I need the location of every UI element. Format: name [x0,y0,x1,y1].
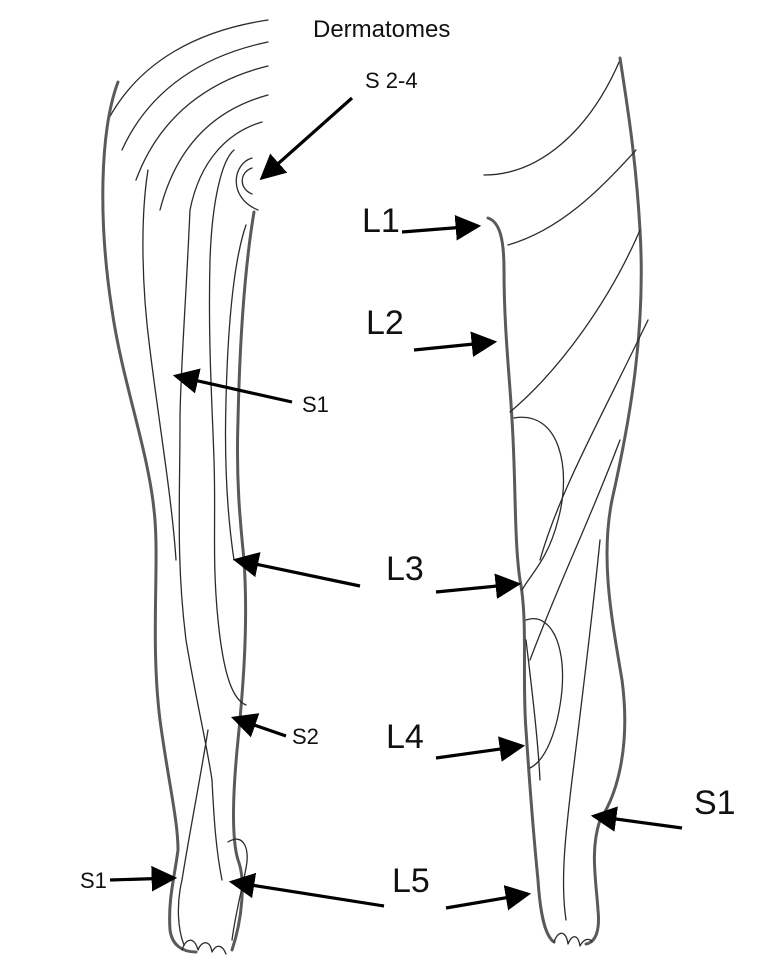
arrow-s1-front-ankle [590,806,683,832]
label-l1: L1 [362,202,400,240]
arrow-s2-4 [259,96,354,181]
l2-line [509,229,641,413]
arrows [109,96,683,911]
posterior-toes [181,939,227,955]
arrow-l5-front [445,885,532,911]
buttock-arc-4 [159,94,269,211]
lateral-hip-line [584,56,643,946]
label-s2-4: S 2-4 [365,68,418,93]
label-l3: L3 [386,550,424,588]
posterior-strip-line-3 [224,224,247,561]
posterior-strip-line-4 [142,169,177,561]
arrow-l4 [435,736,526,762]
posterior-leg-outer-outline [101,80,198,954]
anterior-toes [553,932,593,947]
buttock-arc-1 [107,19,269,121]
medial-knee-curve [513,416,565,591]
l3-line [539,319,649,561]
anterior-shin-line [562,539,601,921]
perianal-arc-outer [235,157,259,211]
buttock-arc-3 [135,65,269,181]
arrow-l3-front [435,573,522,599]
l5-line [529,439,621,661]
diagram-title: Dermatomes [313,16,451,43]
arrow-s1-back-heel [109,865,178,892]
posterior-strip-line-2 [208,149,247,706]
arrow-l2 [413,331,498,357]
posterior-calf-line [177,729,209,946]
label-l4: L4 [386,718,424,756]
label-s1-front-ankle: S1 [694,784,736,822]
label-l2: L2 [366,304,404,342]
medial-thigh-outline [486,216,556,944]
buttock-arc-5 [189,121,263,211]
arrow-s2 [230,713,287,738]
label-s2: S2 [292,724,319,749]
arrow-l5-back [228,872,385,908]
label-s1-back-thigh: S1 [302,392,329,417]
buttock-arc-2 [121,41,269,151]
anterior-leg [483,56,649,947]
perianal-arc-inner [241,167,253,195]
inguinal-line [507,149,637,246]
posterior-strip-line-1 [178,209,223,881]
posterior-leg [101,19,269,955]
posterior-leg-inner-outline [230,210,256,952]
l4-curve [525,618,564,769]
l4-inner-curve [525,639,541,781]
abdominal-curve [483,59,621,176]
arrow-s1-back-thigh [172,368,293,404]
label-s1-back-heel: S1 [80,868,107,893]
posterior-heel-outline [227,838,248,941]
arrow-l1 [401,215,482,241]
arrow-l3-back [232,552,361,588]
label-l5: L5 [392,862,430,900]
